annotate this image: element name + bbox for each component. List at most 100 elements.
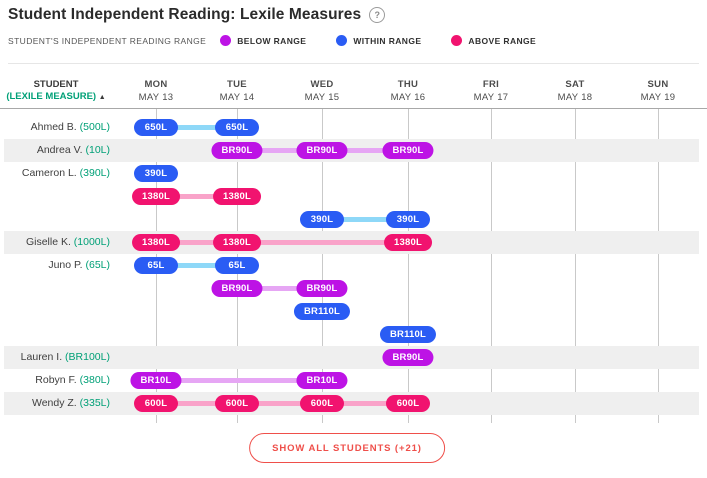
student-name: Wendy Z. [31,397,80,409]
connector-line [237,401,322,406]
day-date-label: MAY 15 [304,91,340,103]
student-lexile-measure: (335L) [79,397,110,409]
student-name: Ahmed B. [30,121,80,133]
connector-line [322,148,408,153]
lexile-pill-within-range[interactable]: 390L [300,211,344,228]
lexile-pill-within-range[interactable]: 650L [215,119,259,136]
student-lexile-measure: (65L) [85,259,110,271]
student-name: Juno P. [48,259,86,271]
legend-item-label: BELOW RANGE [237,35,307,46]
lexile-pill-below-range[interactable]: BR90L [211,142,263,159]
student-column-header[interactable]: STUDENT (LEXILE MEASURE) ▲ [0,79,112,104]
student-header-line1: STUDENT [33,79,79,90]
connector-line [156,401,237,406]
lexile-pill-below-range[interactable]: BR90L [382,349,434,366]
day-gridline [408,109,409,423]
student-name: Robyn F. [35,374,80,386]
lexile-pill-above-range[interactable]: 1380L [132,234,180,251]
chart-row: Ahmed B. (500L) 650L 650L [0,116,707,139]
connector-line [156,194,237,199]
lexile-pill-within-range[interactable]: 390L [386,211,430,228]
student-label: Andrea V. (10L) [0,139,110,162]
student-label: Ahmed B. (500L) [0,116,110,139]
legend-items: BELOW RANGE WITHIN RANGE ABOVE RANGE [220,35,536,46]
student-header-line2: (LEXILE MEASURE) [6,91,97,102]
connector-line [237,286,322,291]
lexile-pill-below-range[interactable]: BR10L [296,372,348,389]
student-name: Cameron L. [21,167,80,179]
day-name-label: TUE [227,79,247,90]
lexile-pill-above-range[interactable]: 1380L [213,188,261,205]
lexile-pill-above-range[interactable]: 600L [215,395,259,412]
lexile-pill-above-range[interactable]: 1380L [213,234,261,251]
chart-row: 1380L 1380L [0,185,707,208]
lexile-pill-below-range[interactable]: BR10L [130,372,182,389]
sort-ascending-icon[interactable]: ▲ [98,94,106,101]
connector-line [156,240,237,245]
lexile-pill-within-range[interactable]: BR110L [293,303,351,320]
page-title: Student Independent Reading: Lexile Meas… [8,6,362,23]
lexile-pill-within-range[interactable]: 65L [215,257,259,274]
day-name-label: SUN [647,79,669,90]
day-gridline [658,109,659,423]
connector-line [322,401,408,406]
student-name: Andrea V. [36,144,86,156]
student-lexile-measure: (1000L) [73,236,110,248]
lexile-pill-above-range[interactable]: 600L [300,395,344,412]
connector-line [156,378,322,383]
day-date-label: MAY 16 [390,91,426,103]
lexile-pill-within-range[interactable]: 65L [134,257,178,274]
lexile-pill-below-range[interactable]: BR90L [382,142,434,159]
show-all-students-button[interactable]: SHOW ALL STUDENTS (+21) [249,433,445,463]
lexile-pill-below-range[interactable]: BR90L [211,280,263,297]
chart-row: Robyn F. (380L) BR10L BR10L [0,369,707,392]
day-date-label: MAY 14 [219,91,255,103]
day-name-label: FRI [482,79,500,90]
lexile-pill-above-range[interactable]: 1380L [384,234,432,251]
row-shade-band [4,346,699,369]
connector-line [237,240,408,245]
below-range-dot-icon [220,35,232,46]
header-divider [0,108,707,109]
legend-item-label: WITHIN RANGE [353,35,422,46]
day-date-label: MAY 18 [557,91,593,103]
lexile-pill-within-range[interactable]: 650L [134,119,178,136]
student-lexile-measure: (500L) [79,121,110,133]
day-name-label: THU [397,79,419,90]
legend: STUDENT'S INDEPENDENT READING RANGE BELO… [8,35,536,46]
legend-item-within-range: WITHIN RANGE [336,35,421,46]
lexile-pill-below-range[interactable]: BR90L [296,142,348,159]
student-name: Lauren I. [20,351,66,363]
day-date-label: MAY 19 [640,91,676,103]
chart-row: BR90L BR90L [0,277,707,300]
student-lexile-measure: (10L) [85,144,110,156]
lexile-pill-below-range[interactable]: BR90L [296,280,348,297]
lexile-pill-above-range[interactable]: 1380L [132,188,180,205]
student-label: Wendy Z. (335L) [0,392,110,415]
within-range-dot-icon [336,35,348,46]
lexile-pill-within-range[interactable]: BR110L [379,326,437,343]
day-name-label: SAT [565,79,585,90]
lexile-pill-above-range[interactable]: 600L [134,395,178,412]
student-lexile-measure: (390L) [79,167,110,179]
help-icon[interactable]: ? [369,7,386,23]
chart-row: Cameron L. (390L) 390L [0,162,707,185]
lexile-pill-above-range[interactable]: 600L [386,395,430,412]
student-lexile-measure: (BR100L) [65,351,110,363]
student-label: Robyn F. (380L) [0,369,110,392]
lexile-pill-within-range[interactable]: 390L [134,165,178,182]
day-gridline [491,109,492,423]
student-lexile-measure: (380L) [79,374,110,386]
connector-line [237,148,322,153]
connector-line [322,217,408,222]
day-name-label: MON [144,79,168,90]
